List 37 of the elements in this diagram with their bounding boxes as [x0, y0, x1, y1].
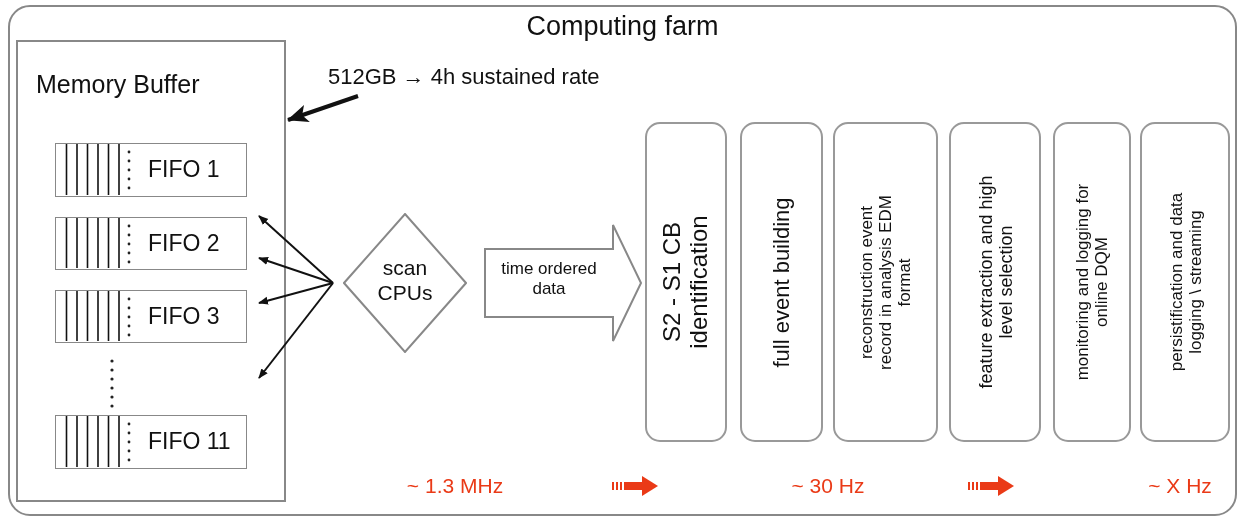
stage-label: reconstruction event record in analysis EDM format: [855, 193, 915, 372]
fifo-box: [55, 290, 247, 343]
panel-title: Memory Buffer: [36, 70, 200, 99]
arrow: [258, 257, 334, 284]
stage-label: monitoring and logging for online DQM: [1071, 182, 1112, 382]
fifo-box: [55, 143, 247, 197]
rate-label: ~ 1.3 MHz: [406, 474, 504, 498]
fifo-box: [55, 415, 247, 469]
arrow: [287, 94, 359, 123]
fifo-label: FIFO 3: [148, 302, 220, 330]
farm-panel: [8, 5, 1237, 516]
memory-buffer-panel: [16, 40, 286, 502]
panel-title: Computing farm: [526, 11, 719, 42]
process-diamond: [343, 213, 467, 353]
stage-box: [740, 122, 823, 442]
stage-box: [949, 122, 1041, 442]
rate-label: ~ 30 Hz: [791, 474, 865, 498]
stage-box: [1053, 122, 1131, 442]
annotation-text: 512GB → 4h sustained rate: [328, 60, 668, 94]
stage-label: feature extraction and high level selection: [973, 174, 1016, 390]
stage-box: [833, 122, 938, 442]
arrow: [258, 282, 334, 305]
fifo-label: FIFO 2: [148, 229, 220, 257]
rate-label: ~ X Hz: [1148, 474, 1212, 498]
fifo-box: [55, 217, 247, 270]
stage-box: [1140, 122, 1230, 442]
edge-label: time ordered data: [500, 259, 598, 300]
stage-box: [645, 122, 727, 442]
stage-label: persistification and data logging \ streaming: [1164, 191, 1205, 374]
node-label: scan CPUs: [376, 255, 434, 306]
fifo-label: FIFO 11: [148, 428, 231, 455]
fifo-label: FIFO 1: [148, 156, 220, 183]
arrow: [258, 215, 334, 284]
block-arrow: [484, 224, 643, 342]
stage-label: full event building: [767, 196, 795, 370]
stage-label: S2 - S1 CB identification: [657, 214, 713, 351]
arrow: [258, 282, 334, 379]
